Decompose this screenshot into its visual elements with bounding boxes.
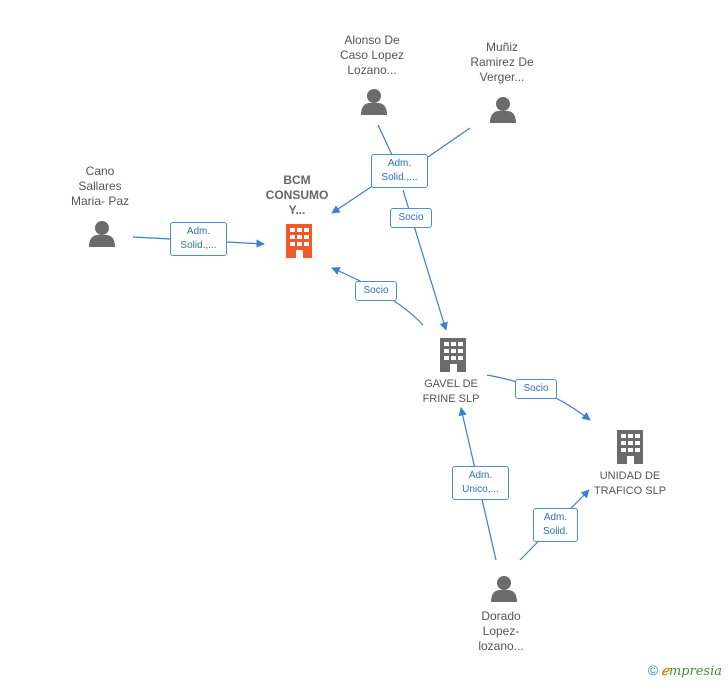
edge-label-gavel-bcm[interactable]: Socio	[355, 281, 397, 301]
brand-footer: ©ℯmpresia	[648, 662, 722, 679]
edge-label-alonso-bcm[interactable]: Adm. Solid.,...	[371, 154, 428, 188]
edge-label-dorado-gavel[interactable]: Adm. Unico,...	[452, 466, 509, 500]
edge-label-cano-bcm[interactable]: Adm. Solid.,...	[170, 222, 227, 256]
person-label-dorado[interactable]: Dorado Lopez- lozano...	[478, 609, 524, 653]
company-label-bcm[interactable]: BCM CONSUMO Y...	[265, 173, 329, 217]
building-icon[interactable]	[440, 338, 466, 372]
person-icon[interactable]	[491, 576, 517, 602]
company-label-unidad[interactable]: UNIDAD DE TRAFICO SLP	[593, 470, 667, 497]
edges	[132, 124, 591, 561]
person-label-alonso[interactable]: Alonso De Caso Lopez Lozano...	[339, 33, 405, 77]
edge-muniz-bcm	[427, 127, 471, 158]
edge-alonso-bcm-b	[331, 182, 378, 214]
building-icon[interactable]	[286, 224, 312, 258]
person-icon[interactable]	[89, 221, 115, 247]
brand-logo-letter: ℯ	[661, 664, 669, 679]
company-label-gavel[interactable]: GAVEL DE FRINE SLP	[422, 378, 480, 405]
person-icon[interactable]	[361, 89, 387, 115]
person-icon[interactable]	[490, 97, 516, 123]
copyright-icon: ©	[647, 662, 659, 678]
building-icon[interactable]	[617, 430, 643, 464]
edge-alonso-bcm-a	[377, 124, 394, 158]
edge-label-alonso-gavel[interactable]: Socio	[390, 208, 432, 228]
person-label-cano[interactable]: Cano Sallares Maria- Paz	[70, 164, 129, 208]
edge-label-dorado-unidad[interactable]: Adm. Solid.	[533, 508, 578, 542]
person-label-muniz[interactable]: Muñiz Ramirez De Verger...	[470, 40, 534, 84]
brand-logo-text: mpresia	[668, 664, 722, 679]
edge-label-gavel-unidad[interactable]: Socio	[515, 379, 557, 399]
